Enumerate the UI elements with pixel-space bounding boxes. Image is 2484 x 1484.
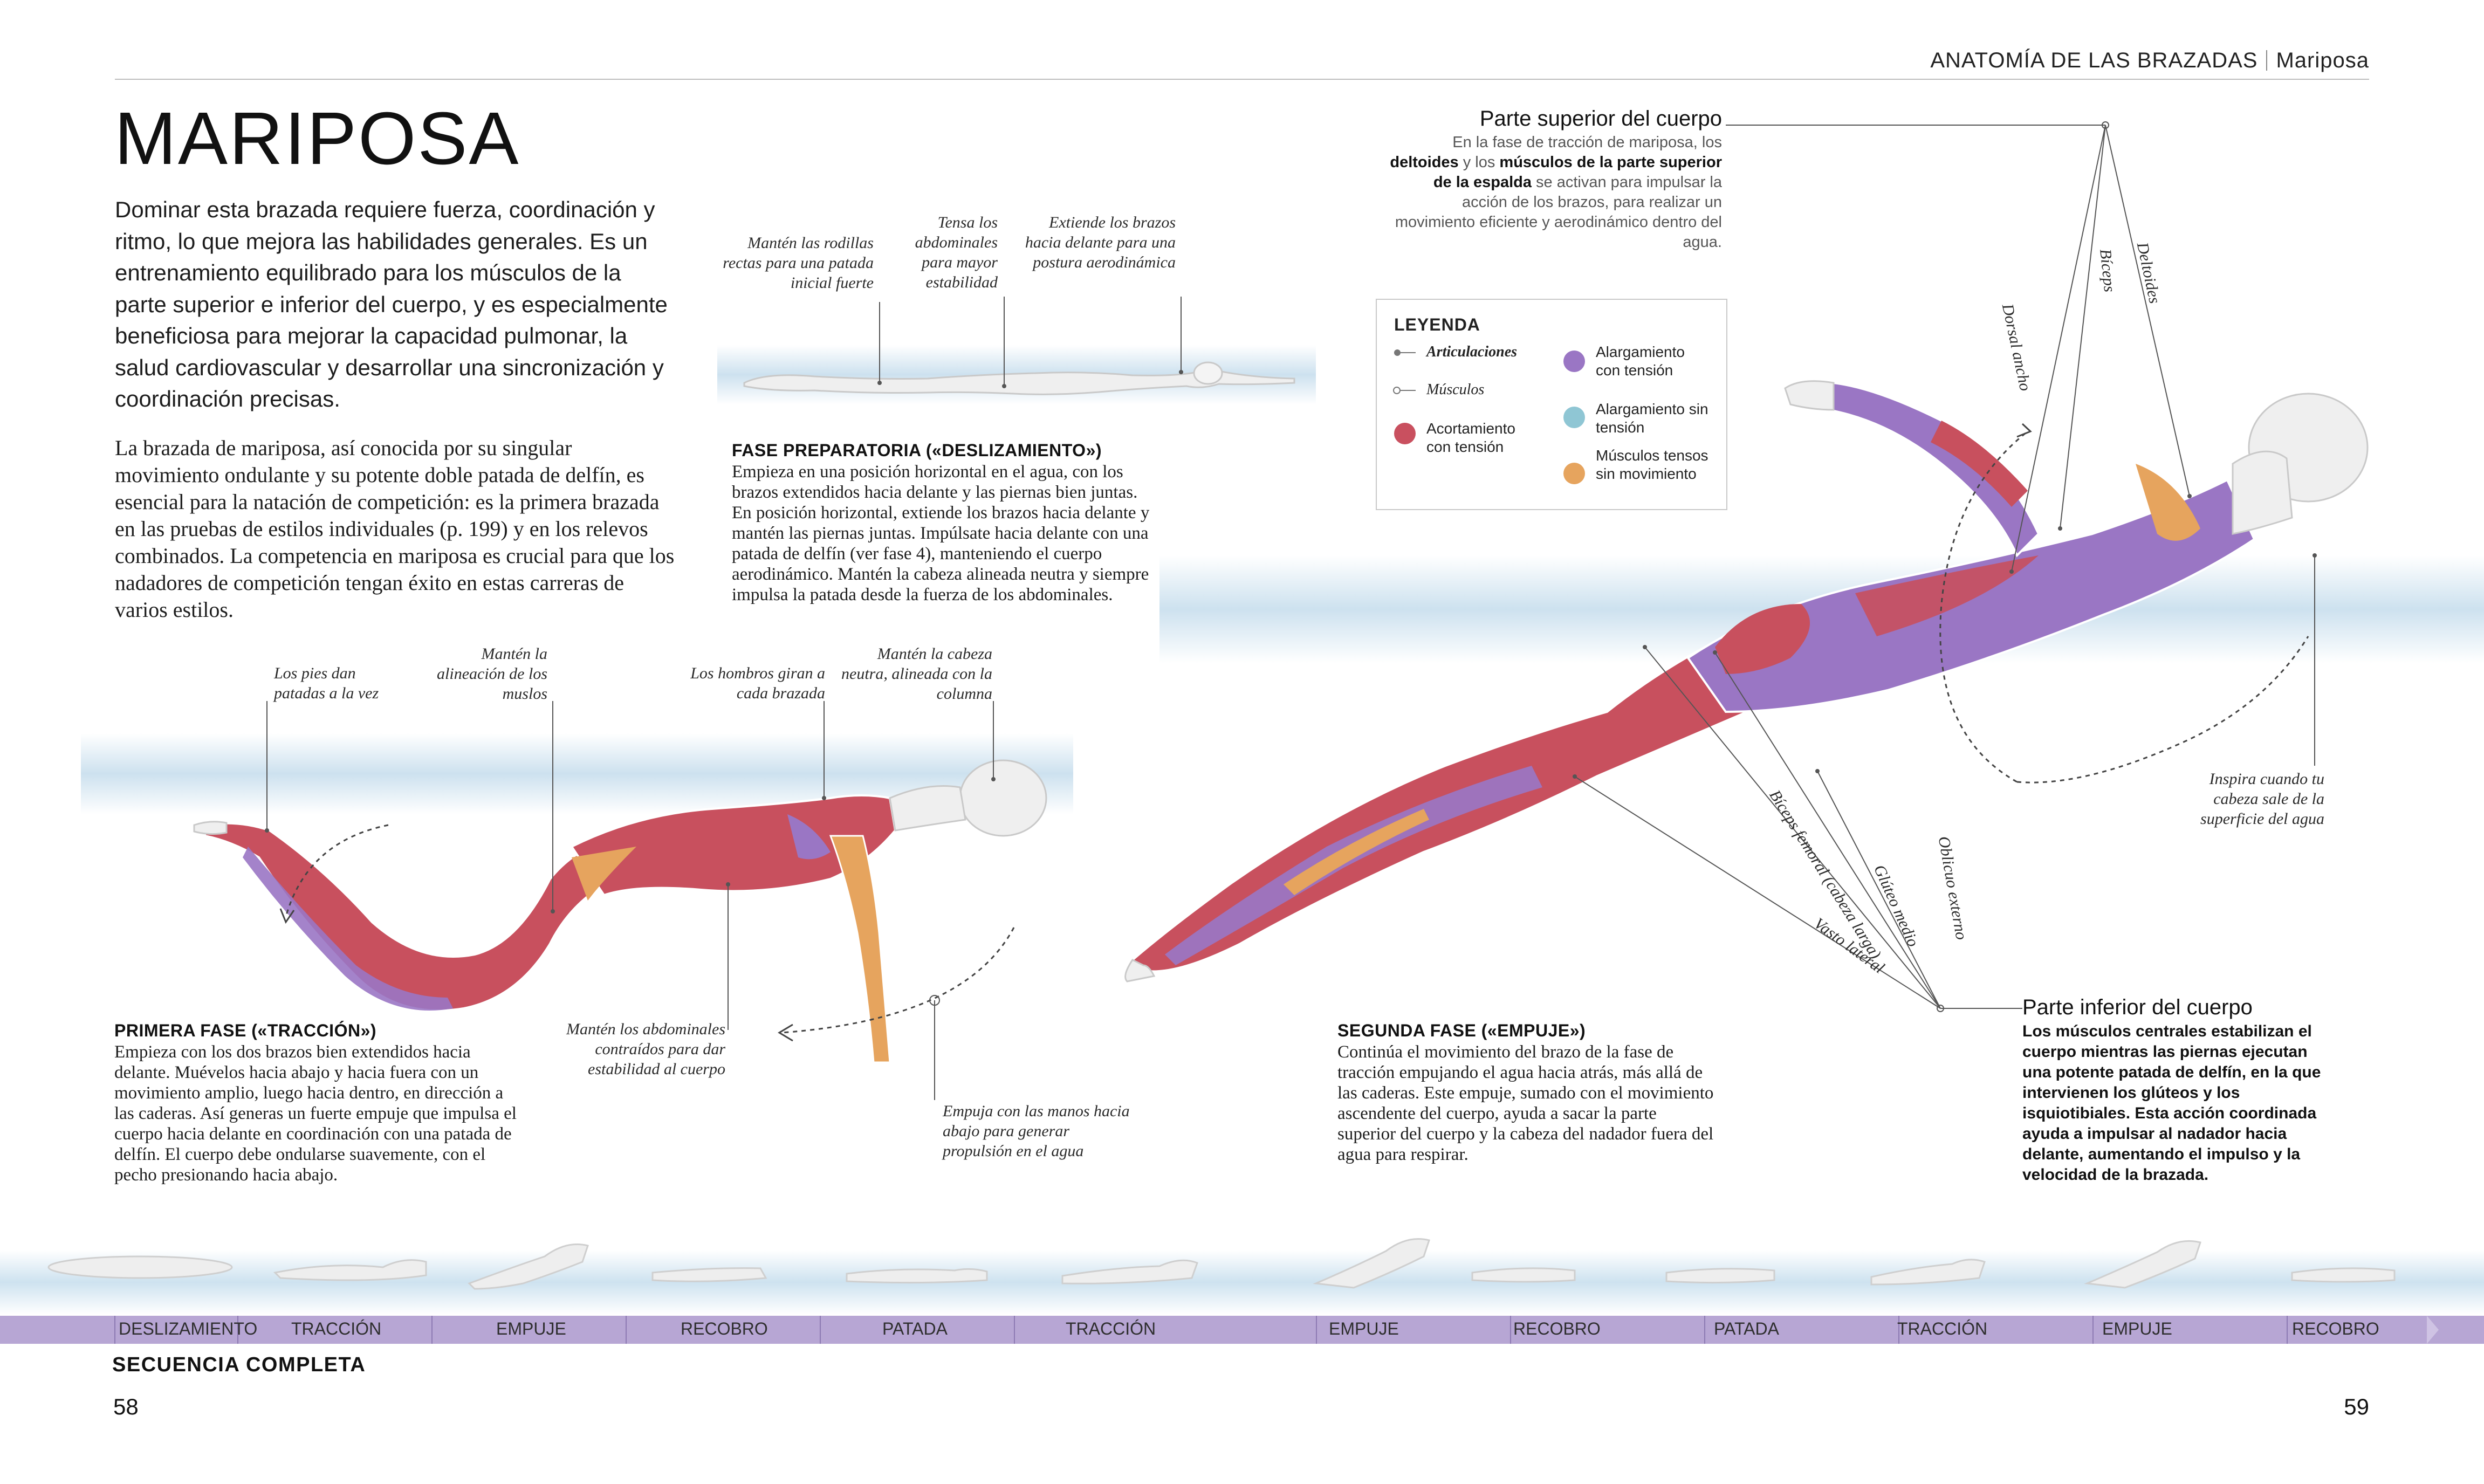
legend-title: LEYENDA (1394, 315, 1480, 334)
sequence-tick (2287, 1316, 2288, 1344)
phase2-block: SEGUNDA FASE («EMPUJE») Continúa el movi… (1337, 1020, 1715, 1165)
sequence-tick (2092, 1316, 2094, 1344)
sequence-tick (1014, 1316, 1015, 1344)
legend-muscle-marker (1393, 387, 1401, 394)
annot-glide-knees: Mantén las rodillas rectas para una pata… (723, 234, 874, 292)
upper-body-bold-deltoids: deltoides (1390, 154, 1459, 171)
phase2-leader-lines (1573, 121, 2317, 1012)
intro-lead: Dominar esta brazada requiere fuerza, co… (115, 197, 668, 411)
sequence-tick (1316, 1316, 1317, 1344)
phase1-leader-lines (265, 701, 996, 1100)
legend-shortening-swatch (1394, 423, 1416, 444)
sequence-tick (431, 1316, 433, 1344)
sequence-label-empuje-2: EMPUJE (1329, 1319, 1399, 1338)
legend-lengthening-no-swatch (1563, 407, 1585, 428)
lower-body-title: Parte inferior del cuerpo (2022, 995, 2253, 1019)
legend-tense-swatch (1563, 463, 1585, 484)
sequence-tick (626, 1316, 627, 1344)
legend: LEYENDA Articulaciones Músculos Acortami… (1376, 299, 1727, 510)
intro-body: La brazada de mariposa, así conocida por… (115, 436, 675, 622)
running-head-divider (2266, 50, 2268, 71)
annot-phase1-thighs: Mantén la alineación de los muslos (437, 645, 547, 703)
page-title: MARIPOSA (114, 97, 520, 180)
phase1-title: PRIMERA FASE («TRACCIÓN») (114, 1021, 377, 1040)
sequence-tick (114, 1316, 115, 1344)
legend-tense-label: Músculos tensos sin movimiento (1596, 447, 1708, 482)
legend-lengthening-swatch (1563, 351, 1585, 372)
page-number-right: 59 (2344, 1394, 2369, 1419)
sequence-arrow (2427, 1316, 2439, 1344)
upper-body-text-mid: y los (1458, 154, 1500, 171)
upper-body-text-post: se activan para impulsar la acción de lo… (1395, 174, 1722, 251)
sequence-label-empuje-1: EMPUJE (496, 1319, 566, 1338)
annot-phase1-shoulders: Los hombros giran a cada brazada (690, 664, 825, 702)
legend-muscle-line (1394, 390, 1416, 391)
header-rule (115, 79, 2369, 80)
glide-leader-lines (877, 297, 1183, 388)
sequence-bar (0, 1316, 2484, 1344)
sequence-caption: SECUENCIA COMPLETA (112, 1354, 366, 1376)
legend-lengthening-no-label: Alargamiento sin tensión (1596, 401, 1708, 436)
phase2-swimmer-figure (1124, 380, 2369, 983)
glide-swimmer-figure (743, 361, 1295, 395)
sequence-label-recobro-3: RECOBRO (2292, 1319, 2379, 1338)
sequence-label-traccion-2: TRACCIÓN (1066, 1319, 1156, 1338)
phase1-text: Empieza con los dos brazos bien extendid… (114, 1042, 517, 1185)
annot-phase1-abs: Mantén los abdominales contraídos para d… (566, 1020, 725, 1078)
glide-phase-text: Empieza en una posición horizontal en el… (732, 462, 1150, 604)
annot-phase1-head: Mantén la cabeza neutra, alineada con la… (841, 645, 992, 703)
upper-body-title: Parte superior del cuerpo (1479, 107, 1722, 130)
sequence-tick (1898, 1316, 1899, 1344)
phase2-text: Continúa el movimiento del brazo de la f… (1337, 1042, 1714, 1164)
running-head-subsection: Mariposa (2276, 49, 2369, 72)
running-head-section: ANATOMÍA DE LAS BRAZADAS (1930, 49, 2258, 72)
sequence-label-traccion-1: TRACCIÓN (291, 1319, 382, 1338)
upper-body-desc: En la fase de tracción de mariposa, los … (1388, 133, 1722, 252)
lower-body-desc: Los músculos centrales estabilizan el cu… (2022, 1022, 2321, 1184)
annot-phase2-breath: Inspira cuando tu cabeza sale de la supe… (2200, 770, 2324, 828)
annot-glide-abs: Tensa los abdominales para mayor estabil… (915, 214, 998, 291)
sequence-tick (820, 1316, 821, 1344)
sequence-label-recobro-2: RECOBRO (1513, 1319, 1601, 1338)
annot-phase1-hands: Empuja con las manos hacia abajo para ge… (943, 1102, 1130, 1160)
annot-phase1-feet: Los pies dan patadas a la vez (274, 664, 379, 702)
sequence-tick (1704, 1316, 1705, 1344)
legend-joints-label: Articulaciones (1426, 343, 1518, 360)
upper-body-bold-back: músculos de la parte superior de la espa… (1433, 154, 1722, 191)
sequence-label-traccion-3: TRACCIÓN (1897, 1319, 1988, 1338)
annot-glide-arms: Extiende los brazos hacia delante para u… (1025, 214, 1176, 271)
running-head: ANATOMÍA DE LAS BRAZADAS Mariposa (1930, 49, 2369, 73)
phase1-block: PRIMERA FASE («TRACCIÓN») Empieza con lo… (114, 1020, 519, 1185)
glide-phase-title: FASE PREPARATORIA («DESLIZAMIENTO») (732, 441, 1102, 460)
sequence-tick (1510, 1316, 1511, 1344)
sequence-label-patada-2: PATADA (1714, 1319, 1779, 1338)
phase2-title: SEGUNDA FASE («EMPUJE») (1337, 1021, 1586, 1040)
sequence-swimmers (47, 1238, 2396, 1290)
legend-lengthening-label: Alargamiento con tensión (1596, 343, 1685, 379)
legend-joint-marker (1394, 349, 1401, 356)
glide-phase-block: FASE PREPARATORIA («DESLIZAMIENTO») Empi… (732, 440, 1152, 605)
sequence-label-empuje-3: EMPUJE (2102, 1319, 2172, 1338)
phase1-swimmer-figure (193, 759, 1047, 1063)
legend-muscles-label: Músculos (1426, 381, 1485, 398)
sequence-label-recobro-1: RECOBRO (681, 1319, 768, 1338)
sequence-label-deslizamiento: DESLIZAMIENTO (119, 1319, 258, 1338)
sequence-label-patada-1: PATADA (882, 1319, 948, 1338)
page-number-left: 58 (113, 1394, 139, 1419)
legend-shortening-label: Acortamiento con tensión (1426, 420, 1515, 455)
sequence-tick (237, 1316, 238, 1344)
upper-body-text-pre: En la fase de tracción de mariposa, los (1452, 134, 1722, 151)
legend-joint-line (1394, 352, 1416, 353)
